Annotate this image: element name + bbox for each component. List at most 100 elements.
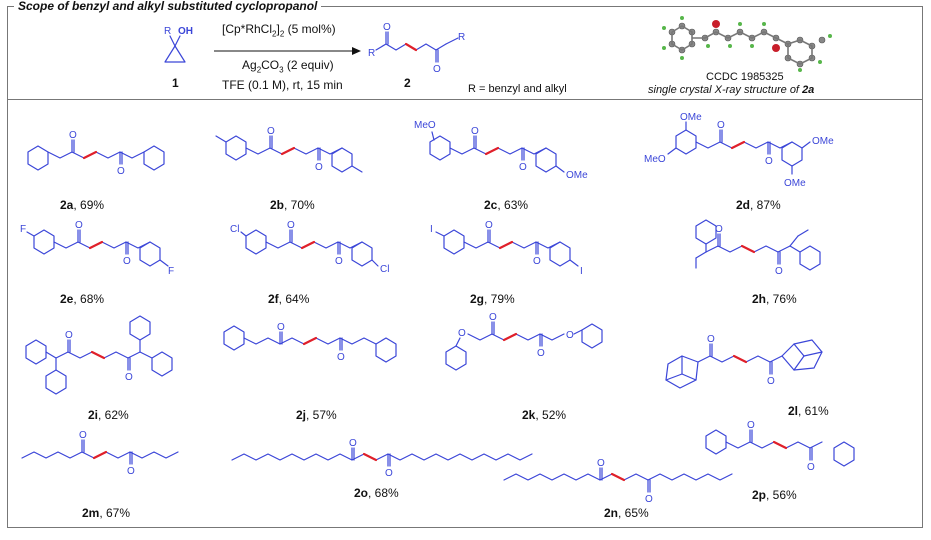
chlorophenyl-ring xyxy=(245,229,267,255)
atom-OH-label: OH xyxy=(178,26,193,37)
fluorophenyl-ring xyxy=(33,229,55,255)
atom-O-label: O xyxy=(433,64,441,75)
tolyl-ring xyxy=(225,135,247,161)
structure-2p: O O xyxy=(705,420,855,473)
phenyl-ring xyxy=(151,351,173,377)
start-material-label: 1 xyxy=(172,76,179,90)
svg-text:O: O xyxy=(315,162,323,173)
svg-text:O: O xyxy=(533,256,541,267)
phenyl-ring xyxy=(799,245,821,271)
figure-title: Scope of benzyl and alkyl substituted cy… xyxy=(14,0,322,12)
svg-text:O: O xyxy=(767,376,775,387)
phenyl-ring xyxy=(375,337,397,363)
svg-text:O: O xyxy=(127,466,135,477)
svg-text:O: O xyxy=(123,256,131,267)
fluorophenyl-ring xyxy=(139,241,161,267)
product-general-structure: R O O R xyxy=(368,22,465,75)
svg-text:MeO: MeO xyxy=(414,120,436,131)
label-2h: 2h, 76% xyxy=(752,292,797,306)
phenyl-ring xyxy=(129,315,151,341)
reagent-catalyst: [Cp*RhCl2]2 (5 mol%) xyxy=(222,22,336,39)
phenoxy-ring xyxy=(445,345,467,371)
anisyl-ring xyxy=(429,135,451,161)
phenoxy-ring xyxy=(581,323,603,349)
label-2a: 2a, 69% xyxy=(60,198,105,212)
adamantyl-cage xyxy=(781,339,823,371)
structure-2f: Cl O O Cl xyxy=(230,220,389,275)
label-2n: 2n, 65% xyxy=(604,506,649,520)
svg-text:O: O xyxy=(75,220,83,231)
cyclohexyl-ring xyxy=(705,429,727,455)
svg-text:F: F xyxy=(168,266,174,277)
iodophenyl-ring xyxy=(443,229,465,255)
iodophenyl-ring xyxy=(549,241,571,267)
phenyl-ring xyxy=(25,339,47,365)
svg-text:O: O xyxy=(349,438,357,449)
svg-text:O: O xyxy=(471,126,479,137)
svg-text:O: O xyxy=(537,348,545,359)
cyclohexyl-ring xyxy=(833,441,855,467)
label-2c: 2c, 63% xyxy=(484,198,529,212)
svg-text:O: O xyxy=(65,330,73,341)
xray-caption: single crystal X-ray structure of 2a xyxy=(648,84,815,96)
structure-2c: MeO O O OMe xyxy=(414,120,588,181)
svg-text:O: O xyxy=(707,334,715,345)
structure-2b: O O xyxy=(215,126,363,173)
svg-text:I: I xyxy=(580,266,583,277)
atom-R-label: R xyxy=(368,48,375,59)
reaction-arrow xyxy=(214,47,361,55)
structure-2h: O O xyxy=(695,219,821,277)
structure-2k: O O O O xyxy=(445,312,603,371)
svg-text:F: F xyxy=(20,224,26,235)
ccdc-number: CCDC 1985325 xyxy=(706,71,784,83)
svg-text:O: O xyxy=(335,256,343,267)
product-label: 2 xyxy=(404,76,411,90)
phenyl-ring xyxy=(143,145,165,171)
svg-text:O: O xyxy=(69,130,77,141)
atom-R-label: R xyxy=(164,26,171,37)
structure-2m: O O xyxy=(21,430,179,477)
svg-text:OMe: OMe xyxy=(566,170,588,181)
svg-text:Cl: Cl xyxy=(380,264,389,275)
svg-text:O: O xyxy=(117,166,125,177)
phenyl-ring xyxy=(45,369,67,395)
xray-structure-image xyxy=(662,16,832,72)
reagent-oxidant: Ag2CO3 (2 equiv) xyxy=(242,58,334,75)
svg-text:O: O xyxy=(747,420,755,431)
label-2j: 2j, 57% xyxy=(296,408,337,422)
label-2i: 2i, 62% xyxy=(88,408,129,422)
atom-O-label: O xyxy=(383,22,391,33)
svg-text:O: O xyxy=(717,120,725,131)
atom-R-label: R xyxy=(458,32,465,43)
label-2b: 2b, 70% xyxy=(270,198,315,212)
cyclopropane-ring xyxy=(164,45,186,63)
reaction-header xyxy=(7,6,923,100)
svg-text:OMe: OMe xyxy=(812,136,834,147)
cyclopropanol-structure: R OH xyxy=(164,26,193,63)
structure-2i: O O xyxy=(25,315,173,395)
svg-text:MeO: MeO xyxy=(644,154,666,165)
svg-text:O: O xyxy=(267,126,275,137)
svg-text:O: O xyxy=(765,156,773,167)
label-2f: 2f, 64% xyxy=(268,292,310,306)
svg-text:O: O xyxy=(79,430,87,441)
svg-text:O: O xyxy=(458,328,466,339)
svg-text:I: I xyxy=(430,224,433,235)
structure-2j: O O xyxy=(223,322,397,363)
tolyl-ring xyxy=(331,147,353,173)
figure-frame xyxy=(7,6,923,528)
svg-text:O: O xyxy=(489,312,497,323)
svg-text:O: O xyxy=(807,462,815,473)
svg-text:O: O xyxy=(715,224,723,235)
structure-2g: I O O I xyxy=(430,220,583,277)
chlorophenyl-ring xyxy=(351,241,373,267)
anisyl-ring xyxy=(535,147,557,173)
svg-text:O: O xyxy=(519,162,527,173)
label-2d: 2d, 87% xyxy=(736,198,781,212)
r-definition-note: R = benzyl and alkyl xyxy=(468,83,567,95)
label-2e: 2e, 68% xyxy=(60,292,105,306)
svg-text:O: O xyxy=(385,468,393,479)
label-2g: 2g, 79% xyxy=(470,292,515,306)
label-2l: 2l, 61% xyxy=(788,404,829,418)
phenyl-ring xyxy=(695,219,717,245)
